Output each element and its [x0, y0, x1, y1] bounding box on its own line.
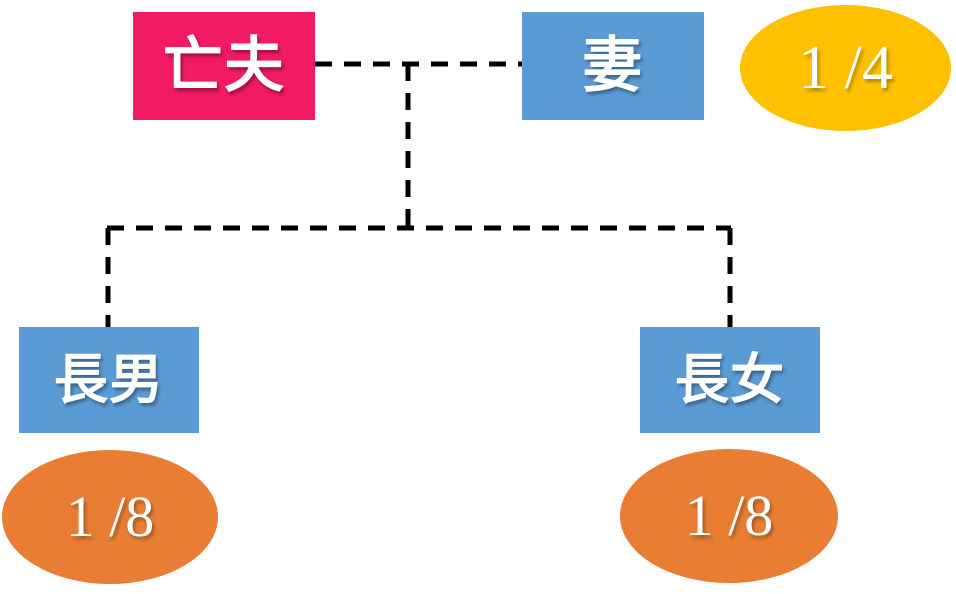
share-label-eldest-son: 1 /8 — [65, 484, 155, 549]
person-label-eldest-daughter: 長女 — [674, 350, 786, 410]
person-box-eldest-son[interactable]: 長男 — [19, 327, 199, 433]
person-label-eldest-son: 長男 — [53, 350, 165, 410]
person-box-wife[interactable]: 妻 — [522, 12, 704, 120]
share-ellipse-wife[interactable]: 1 /4 — [740, 5, 951, 131]
person-label-deceased-husband: 亡夫 — [162, 32, 286, 99]
share-label-eldest-daughter: 1 /8 — [684, 483, 774, 548]
person-box-eldest-daughter[interactable]: 長女 — [640, 327, 820, 433]
share-ellipse-eldest-daughter[interactable]: 1 /8 — [620, 449, 838, 583]
share-ellipse-eldest-son[interactable]: 1 /8 — [2, 450, 218, 584]
person-box-deceased-husband[interactable]: 亡夫 — [133, 12, 315, 120]
person-label-wife: 妻 — [582, 32, 644, 99]
share-label-wife: 1 /4 — [798, 34, 893, 102]
